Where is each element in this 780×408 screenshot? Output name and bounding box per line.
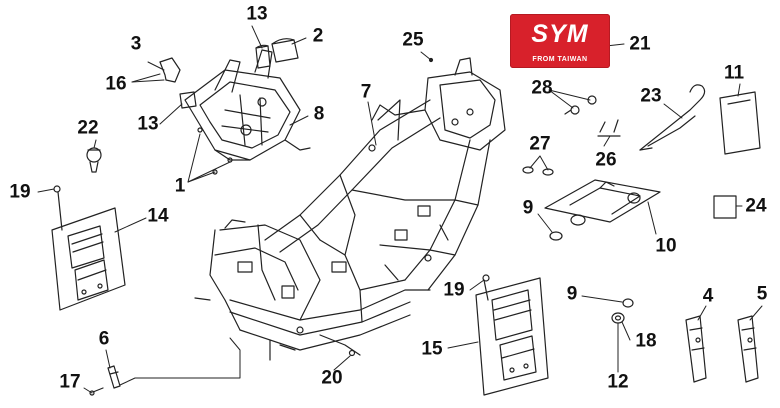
callout-14: 14 (147, 205, 169, 227)
steering-assembly (159, 38, 311, 175)
part-4-cover (685, 315, 707, 383)
part-5-cover (737, 315, 759, 383)
part-6-bolt (89, 365, 121, 396)
main-frame (194, 57, 506, 361)
callout-11: 11 (723, 62, 745, 84)
part-11-plate (719, 91, 761, 155)
callout-28: 28 (531, 77, 553, 99)
callout-1: 1 (174, 175, 186, 197)
callout-17: 17 (59, 371, 81, 393)
callout-27: 27 (529, 133, 551, 155)
part-22-clamp (86, 147, 102, 173)
callout-23: 23 (640, 85, 662, 107)
part-15-footrest (475, 277, 549, 396)
callout-5: 5 (756, 283, 768, 305)
part-9-grommets (549, 231, 634, 308)
part-27-clips (522, 166, 554, 176)
callout-21: 21 (629, 33, 651, 55)
badge-logo: SYM (531, 20, 589, 48)
callout-15: 15 (421, 338, 443, 360)
callout-13b: 13 (137, 113, 159, 135)
part-24-sticker (713, 195, 737, 219)
part-10-bracket (544, 179, 661, 226)
sym-badge: SYM FROM TAIWAN (510, 14, 610, 68)
callout-10: 10 (655, 235, 677, 257)
callout-6: 6 (98, 328, 110, 350)
badge-tagline: FROM TAIWAN (532, 56, 588, 63)
callout-20: 20 (321, 367, 343, 389)
callout-8: 8 (313, 103, 325, 125)
callout-3: 3 (130, 33, 142, 55)
callout-25: 25 (402, 29, 424, 51)
callout-24: 24 (745, 195, 767, 217)
callout-9a: 9 (522, 197, 534, 219)
callout-2: 2 (312, 25, 324, 47)
callout-9b: 9 (566, 283, 578, 305)
part-18-collar (611, 312, 625, 324)
callout-22: 22 (77, 117, 99, 139)
callout-7: 7 (360, 81, 372, 103)
callout-19a: 19 (9, 181, 31, 203)
part-26-ties (597, 119, 621, 137)
callout-26: 26 (595, 149, 617, 171)
callout-19b: 19 (443, 279, 465, 301)
callout-18: 18 (635, 330, 657, 352)
callout-12: 12 (607, 371, 629, 393)
callout-16: 16 (105, 73, 127, 95)
part-14-footrest (51, 191, 126, 311)
part-23-hook (639, 84, 706, 151)
leader-lines (37, 25, 763, 394)
callout-13a: 13 (246, 3, 268, 25)
callout-4: 4 (702, 285, 714, 307)
